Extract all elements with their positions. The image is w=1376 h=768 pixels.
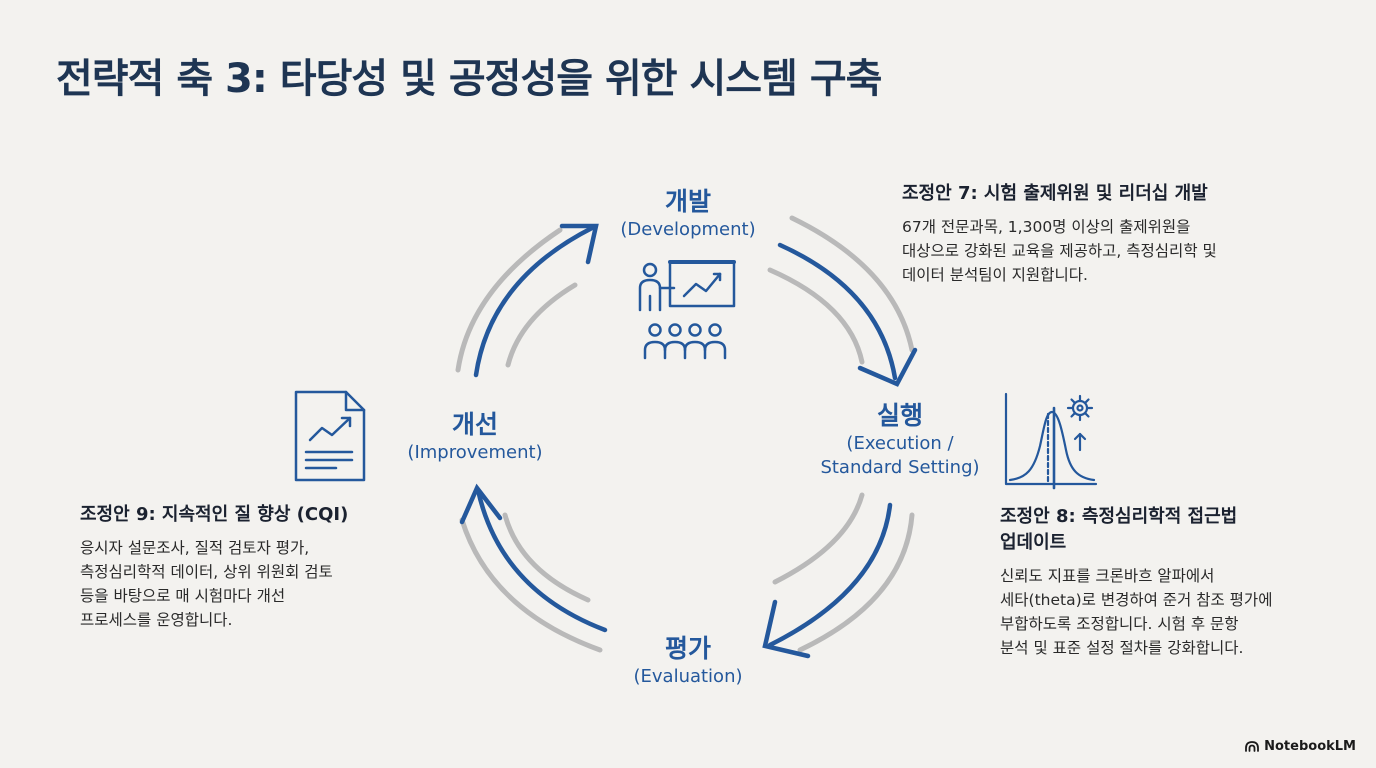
node-evaluation: 평가 (Evaluation) <box>598 633 778 689</box>
node-evaluation-ko: 평가 <box>664 634 711 663</box>
page-title: 전략적 축 3: 타당성 및 공정성을 위한 시스템 구축 <box>56 56 882 102</box>
brand-label: NotebookLM <box>1264 739 1356 754</box>
gray-arc-top-left <box>455 227 563 373</box>
adjustment-7-heading: 조정안 7: 시험 출제위원 및 리더십 개발 <box>902 183 1208 204</box>
report-trend-icon <box>292 388 368 488</box>
adjustment-9-block: 조정안 9: 지속적인 질 향상 (CQI) 응시자 설문조사, 질적 검토자 … <box>80 502 420 632</box>
adjustment-8-body: 신뢰도 지표를 크론바흐 알파에서 세타(theta)로 변경하여 준거 참조 … <box>1000 567 1273 657</box>
node-development: 개발 (Development) <box>588 186 788 242</box>
node-improvement-en: (Improvement) <box>407 442 543 463</box>
adjustment-8-block: 조정안 8: 측정심리학적 접근법 업데이트 신뢰도 지표를 크론바흐 알파에서… <box>1000 504 1360 660</box>
node-improvement-ko: 개선 <box>451 410 498 439</box>
adjustment-9-body: 응시자 설문조사, 질적 검토자 평가, 측정심리학적 데이터, 상위 위원회 … <box>80 539 333 629</box>
adjustment-8-heading: 조정안 8: 측정심리학적 접근법 업데이트 <box>1000 506 1238 553</box>
gray-arc-bottom-left <box>459 517 603 653</box>
blue-arrow-exec-to-eval <box>767 502 893 648</box>
gray-arc-top-left-inner <box>505 282 578 368</box>
gray-arc-bottom-right-inner <box>772 492 865 585</box>
blue-arrow-eval-to-imp-head <box>459 483 503 525</box>
blue-arrow-dev-to-exec-head <box>857 347 918 387</box>
gray-arc-top-right <box>789 215 915 353</box>
bell-curve-gear-icon <box>1000 390 1100 494</box>
node-execution: 실행 (Execution / Standard Setting) <box>790 400 1010 480</box>
node-development-ko: 개발 <box>664 187 711 216</box>
blue-arrow-imp-to-dev-head <box>559 223 599 265</box>
gray-arc-bottom-right <box>797 512 915 653</box>
node-execution-en: (Execution / Standard Setting) <box>820 433 980 478</box>
brand-badge: NotebookLM <box>1245 739 1356 754</box>
node-execution-ko: 실행 <box>876 401 923 430</box>
gray-arc-top-right-inner <box>767 267 865 365</box>
gray-arc-bottom-left-inner <box>502 512 591 603</box>
node-evaluation-en: (Evaluation) <box>633 666 743 687</box>
presentation-icon <box>634 258 740 366</box>
blue-arrow-dev-to-exec <box>777 242 898 381</box>
blue-arrow-eval-to-imp <box>475 487 608 633</box>
notebooklm-logo-icon <box>1245 741 1260 752</box>
blue-arrow-exec-to-eval-head <box>762 599 811 659</box>
adjustment-7-body: 67개 전문과목, 1,300명 이상의 출제위원을 대상으로 강화된 교육을 … <box>902 218 1217 284</box>
adjustment-7-block: 조정안 7: 시험 출제위원 및 리더십 개발 67개 전문과목, 1,300명… <box>902 181 1322 287</box>
node-development-en: (Development) <box>620 219 756 240</box>
adjustment-9-heading: 조정안 9: 지속적인 질 향상 (CQI) <box>80 504 349 525</box>
node-improvement: 개선 (Improvement) <box>380 409 570 465</box>
blue-arrow-imp-to-dev <box>473 225 595 378</box>
